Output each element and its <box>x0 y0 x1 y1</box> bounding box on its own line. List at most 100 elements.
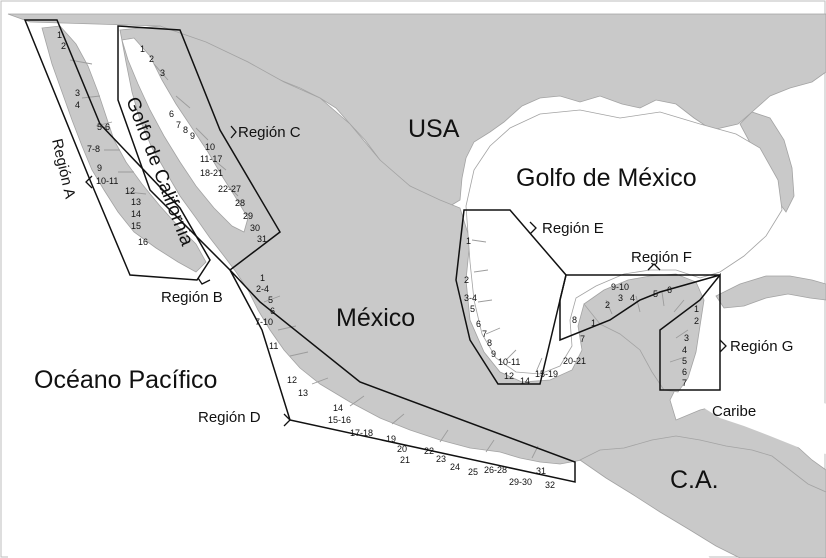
pacific-ocean-label: Océano Pacífico <box>34 366 217 394</box>
region-f-brace <box>647 263 661 271</box>
region-a-label: Región A <box>48 137 78 200</box>
site-label: 15 <box>131 221 141 231</box>
site-label: 6 <box>270 306 275 316</box>
pacific-water <box>8 290 710 558</box>
site-label: 30 <box>250 223 260 233</box>
gulf-of-california-water <box>121 37 249 233</box>
site-label: 9 <box>190 131 195 141</box>
site-label: 10 <box>205 142 215 152</box>
region-f-outline <box>559 274 721 342</box>
site-label: 8 <box>572 315 577 325</box>
region-e-brace <box>529 221 537 235</box>
site-label: 25 <box>468 467 478 477</box>
site-label: 18-21 <box>200 168 223 178</box>
site-label: 12 <box>125 186 135 196</box>
site-label: 20 <box>397 444 407 454</box>
site-label: 12 <box>287 375 297 385</box>
region-c-sites: 1 2 3 6 7 8 9 10 11-17 18-21 22-27 28 29… <box>140 44 267 244</box>
region-b-label: Región B <box>161 289 223 306</box>
site-label: 2 <box>694 316 699 326</box>
site-label: 6 <box>682 367 687 377</box>
site-label: 14 <box>520 376 530 386</box>
site-label: 14 <box>333 403 343 413</box>
region-d-label: Región D <box>198 409 261 426</box>
site-label: 11-17 <box>200 154 222 164</box>
site-label: 10-11 <box>96 176 118 186</box>
site-label: 13 <box>298 388 308 398</box>
site-label: 24 <box>450 462 460 472</box>
site-label: 20-21 <box>563 356 586 366</box>
site-label: 3 <box>684 333 689 343</box>
region-g-label: Región G <box>730 338 793 355</box>
site-label: 14 <box>131 209 141 219</box>
site-label: 19 <box>386 434 396 444</box>
site-label: 31 <box>536 466 546 476</box>
site-label: 15-16 <box>328 415 351 425</box>
cuba-island <box>715 275 826 309</box>
site-label: 5 <box>470 304 475 314</box>
site-label: 7-8 <box>87 144 100 154</box>
site-label: 2 <box>605 300 610 310</box>
site-label: 29-30 <box>509 477 532 487</box>
site-label: 3 <box>618 293 623 303</box>
site-label: 1 <box>466 236 471 246</box>
region-d-sites: 1 2-4 5 6 7-10 11 12 13 14 15-16 17-18 1… <box>255 273 555 490</box>
site-label: 9-10 <box>611 282 629 292</box>
site-label: 31 <box>257 234 267 244</box>
region-d-brace <box>283 413 291 427</box>
site-label: 8 <box>183 125 188 135</box>
caribbean-water <box>700 380 826 454</box>
site-label: 7 <box>682 378 687 388</box>
region-e-label: Región E <box>542 220 604 237</box>
gulf-of-mexico-label: Golfo de México <box>516 164 697 192</box>
site-label: 3 <box>75 88 80 98</box>
site-label: 4 <box>75 100 80 110</box>
site-label: 10-11 <box>498 357 520 367</box>
baja-california-peninsula <box>41 25 207 273</box>
site-label: 7 <box>580 334 585 344</box>
region-b-brace <box>197 277 211 285</box>
site-label: 4 <box>682 345 687 355</box>
region-c-label: Región C <box>238 124 301 141</box>
region-f-sites: 9-10 2 3 4 5 6 8 1 7 <box>572 282 672 344</box>
site-label: 6 <box>476 319 481 329</box>
central-america-label: C.A. <box>670 466 719 494</box>
site-label: 3-4 <box>464 293 477 303</box>
site-label: 22-27 <box>218 184 241 194</box>
site-label: 26-28 <box>484 465 507 475</box>
site-label: 1 <box>694 304 699 314</box>
site-label: 3 <box>160 68 165 78</box>
region-a-brace <box>85 175 93 189</box>
region-g-sites: 1 2 3 4 5 6 7 <box>682 304 699 388</box>
site-label: 6 <box>169 109 174 119</box>
site-label: 5-6 <box>97 122 110 132</box>
site-label: 7 <box>176 120 181 130</box>
site-label: 1 <box>140 44 145 54</box>
region-c-outline <box>117 25 281 271</box>
region-e-sites: 1 2 3-4 5 6 7 8 9 10-11 12 14 15-19 20-2… <box>464 236 586 386</box>
site-label: 2 <box>464 275 469 285</box>
site-label: 5 <box>653 289 658 299</box>
site-label: 2 <box>61 41 66 51</box>
region-g-brace <box>719 339 727 353</box>
site-label: 1 <box>57 30 62 40</box>
site-label: 7 <box>482 329 487 339</box>
site-label: 22 <box>424 446 434 456</box>
site-label: 4 <box>630 293 635 303</box>
central-america-landmass <box>579 435 826 558</box>
site-label: 9 <box>491 349 496 359</box>
site-label: 28 <box>235 198 245 208</box>
site-label: 2 <box>149 54 154 64</box>
site-label: 8 <box>487 338 492 348</box>
site-label: 29 <box>243 211 253 221</box>
region-a-sites: 1 2 3 4 5-6 7-8 9 10-11 12 13 14 15 16 <box>57 30 148 247</box>
site-label: 7-10 <box>255 317 273 327</box>
site-label: 1 <box>591 318 596 328</box>
mexico-mainland <box>119 25 826 558</box>
site-label: 9 <box>97 163 102 173</box>
site-label: 1 <box>260 273 265 283</box>
region-f-label: Región F <box>631 249 692 266</box>
region-e-outline <box>455 209 567 385</box>
